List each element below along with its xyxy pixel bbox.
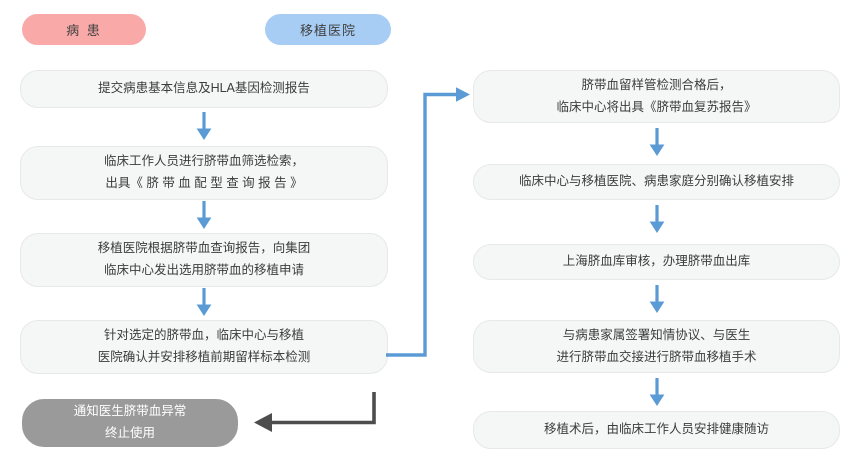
process-box-confirm-arrangement: 临床中心与移植医院、病患家庭分别确认移植安排 (473, 164, 840, 200)
process-box-line: 提交病患基本信息及HLA基因检测报告 (98, 81, 310, 96)
process-box-transplant-application: 移植医院根据脐带血查询报告，向集团 临床中心发出选用脐带血的移植申请 (20, 233, 388, 287)
process-box-pre-transplant-sample-test: 针对选定的脐带血，临床中心与移植 医院确认并安排移植前期留样标本检测 (20, 320, 388, 374)
process-box-line: 上海脐血库审核，办理脐带血出库 (562, 254, 751, 269)
process-box-post-op-follow-up: 移植术后，由临床工作人员安排健康随访 (473, 411, 840, 449)
process-box-line: 医院确认并安排移植前期留样标本检测 (97, 350, 311, 364)
process-box-bank-review-release: 上海脐血库审核，办理脐带血出库 (473, 244, 840, 280)
process-box-line: 进行脐带血交接进行脐带血移植手术 (556, 349, 757, 364)
legend-pill-patient: 病 患 (22, 14, 146, 45)
process-box-line: 移植术后，由临床工作人员安排健康随访 (543, 422, 769, 437)
process-box-line: 临床中心将出具《脐带血复苏报告》 (556, 99, 757, 114)
process-box-consent-and-handover: 与病患家属签署知情协议、与医生 进行脐带血交接进行脐带血移植手术 (473, 320, 840, 373)
arrow-down-icon (192, 201, 216, 231)
connector-to-right-column (386, 86, 476, 361)
arrow-down-icon (645, 285, 669, 315)
process-box-line: 移植医院根据脐带血查询报告，向集团 (97, 241, 311, 256)
terminal-box-line: 通知医生脐带血异常 (73, 404, 187, 419)
terminal-box-line: 终止使用 (104, 426, 155, 440)
process-box-line: 针对选定的脐带血，临床中心与移植 (103, 328, 304, 343)
process-box-screening-search: 临床工作人员进行脐带血筛选检索， 出具《 脐 带 血 配 型 查 询 报 告 》 (20, 146, 388, 200)
process-box-line: 临床工作人员进行脐带血筛选检索， (103, 154, 304, 169)
arrow-down-icon (645, 205, 669, 235)
process-box-line: 脐带血留样管检测合格后， (581, 77, 732, 92)
process-box-line: 与病患家属签署知情协议、与医生 (562, 327, 751, 342)
legend-pill-hospital: 移植医院 (265, 14, 391, 45)
arrow-down-icon (645, 128, 669, 158)
legend-pill-patient-label: 病 患 (66, 23, 102, 38)
connector-to-terminal (248, 390, 383, 435)
process-box-line: 出具《 脐 带 血 配 型 查 询 报 告 》 (105, 176, 303, 190)
legend-pill-hospital-label: 移植医院 (299, 23, 356, 38)
process-box-submit-info: 提交病患基本信息及HLA基因检测报告 (20, 70, 388, 108)
process-box-line: 临床中心发出选用脐带血的移植申请 (103, 263, 304, 277)
process-box-line: 临床中心与移植医院、病患家庭分别确认移植安排 (518, 174, 794, 189)
arrow-down-icon (192, 288, 216, 318)
arrow-down-icon (192, 112, 216, 142)
terminal-box-abnormal-terminate: 通知医生脐带血异常 终止使用 (22, 399, 238, 447)
arrow-down-icon (645, 378, 669, 408)
process-box-revival-report: 脐带血留样管检测合格后， 临床中心将出具《脐带血复苏报告》 (473, 70, 840, 123)
